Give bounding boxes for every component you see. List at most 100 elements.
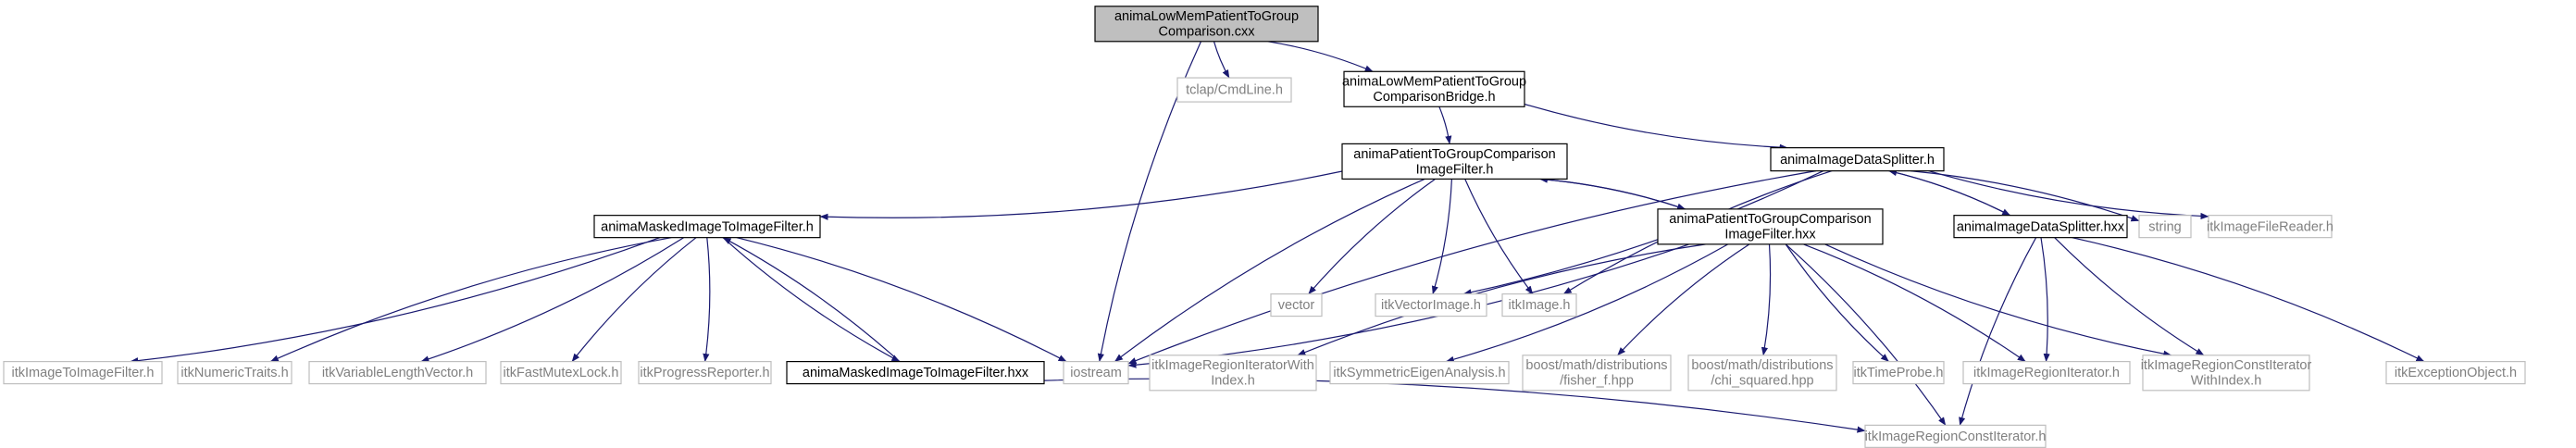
node-box	[1864, 424, 2047, 448]
node-box	[1149, 355, 1317, 392]
node-masked-hxx[interactable]: animaMaskedImageToImageFilter.hxx	[786, 360, 1045, 385]
edge-masked_h-to-itkimagetoimagefilter	[130, 237, 661, 365]
node-box	[177, 360, 292, 385]
node-label: animaMaskedImageToImageFilter.hxx	[803, 366, 1029, 380]
node-box	[500, 360, 622, 385]
node-box	[1270, 292, 1323, 317]
edge-bridge-to-ptgcif_h	[1438, 106, 1452, 144]
node-label: itkImageRegionIterator.h	[1973, 366, 2120, 380]
edge-ptgcif_hxx-to-fisher	[1617, 243, 1750, 356]
node-label: Index.h	[1211, 374, 1255, 389]
node-label: vector	[1278, 298, 1315, 313]
edge-splitter_hxx-to-splitter_h	[1888, 169, 2010, 217]
node-itkimageregionconstiterator: itkImageRegionConstIterator.h	[1864, 424, 2047, 448]
node-itkexceptionobject: itkExceptionObject.h	[2385, 360, 2526, 385]
node-label: iostream	[1070, 366, 1122, 380]
node-box	[2208, 215, 2333, 239]
node-bridge[interactable]: animaLowMemPatientToGroupComparisonBridg…	[1342, 70, 1526, 107]
edge-masked_h-to-itkprogressreporter	[703, 237, 711, 363]
node-box	[2138, 215, 2192, 239]
node-iostream: iostream	[1063, 360, 1129, 385]
node-vector: vector	[1270, 292, 1323, 317]
node-string: string	[2138, 215, 2192, 239]
edge-ptgcif_hxx-to-itktimeprobe	[1785, 243, 1889, 363]
edge-ptgcif_hxx-to-chisq	[1761, 243, 1772, 356]
node-chisq: boost/math/distributions/chi_squared.hpp	[1687, 355, 1837, 392]
node-label: /fisher_f.hpp	[1560, 374, 1634, 389]
edge-ptgcif_hxx-to-ptgcif_h	[1538, 176, 1686, 210]
node-box	[308, 360, 487, 385]
node-label: /chi_squared.hpp	[1711, 374, 1813, 389]
node-label: boost/math/distributions	[1691, 358, 1833, 373]
node-label: itkImageFileReader.h	[2207, 219, 2333, 234]
node-box	[593, 215, 821, 239]
edge-ptgcif_h-to-ptgcif_hxx	[1539, 178, 1686, 210]
node-itkimage: itkImage.h	[1501, 292, 1577, 317]
edge-masked_h-to-masked_hxx	[722, 237, 901, 363]
node-label: animaMaskedImageToImageFilter.h	[601, 219, 814, 234]
node-itkimagefilereader: itkImageFileReader.h	[2207, 215, 2333, 239]
node-label: itkSymmetricEigenAnalysis.h	[1333, 366, 1505, 380]
node-box	[1522, 355, 1672, 392]
node-label: itkVariableLengthVector.h	[322, 366, 473, 380]
node-label: itkProgressReporter.h	[640, 366, 769, 380]
node-label: WithIndex.h	[2191, 374, 2262, 389]
edge-splitter_h-to-iostream	[1127, 170, 1817, 365]
edge-ptgcif_h-to-iostream	[1114, 178, 1425, 363]
node-itktimeprobe: itkTimeProbe.h	[1852, 360, 1945, 385]
edge-splitter_hxx-to-itkimageregionconstiterator	[1959, 237, 2037, 426]
edge-ptgcif_hxx-to-itkimageregioniteratorwithindex	[1297, 243, 1706, 356]
node-label: Comparison.cxx	[1159, 25, 1256, 40]
node-label: itkVectorImage.h	[1381, 298, 1481, 313]
node-box	[638, 360, 772, 385]
node-ptgcif-hxx[interactable]: animaPatientToGroupComparisonImageFilter…	[1657, 208, 1884, 245]
node-label: ComparisonBridge.h	[1373, 90, 1495, 105]
node-label: tclap/CmdLine.h	[1186, 83, 1283, 98]
node-label: animaLowMemPatientToGroup	[1114, 9, 1299, 24]
node-box	[1343, 70, 1525, 107]
edge-ptgcif_h-to-vector	[1308, 178, 1436, 294]
node-itksymmetriceigenanalysis: itkSymmetricEigenAnalysis.h	[1329, 360, 1510, 385]
node-label: itkTimeProbe.h	[1854, 366, 1944, 380]
node-itknumerictraits: itkNumericTraits.h	[177, 360, 292, 385]
edge-root-to-tclap	[1213, 41, 1230, 79]
node-itkfastmutexlock: itkFastMutexLock.h	[500, 360, 622, 385]
node-box	[1341, 143, 1568, 180]
node-fisher: boost/math/distributions/fisher_f.hpp	[1522, 355, 1672, 392]
edge-ptgcif_h-to-itkvectorimage	[1431, 179, 1452, 295]
node-label: itkImageRegionIteratorWith	[1151, 358, 1314, 373]
node-ptgcif-h[interactable]: animaPatientToGroupComparisonImageFilter…	[1341, 143, 1568, 180]
edge-splitter_h-to-itkimagefilereader	[1928, 170, 2209, 220]
node-box	[1094, 6, 1319, 43]
node-label: animaImageDataSplitter.hxx	[1957, 219, 2125, 234]
node-box	[1375, 292, 1487, 317]
node-box	[3, 360, 163, 385]
edge-masked_h-to-itkvariablelengthvector	[420, 237, 684, 363]
node-box	[1657, 208, 1884, 245]
node-label: ImageFilter.h	[1416, 162, 1494, 177]
node-label: itkFastMutexLock.h	[504, 366, 619, 380]
node-box	[1770, 147, 1945, 172]
node-splitter-hxx[interactable]: animaImageDataSplitter.hxx	[1953, 215, 2128, 239]
edge-ptgcif_h-to-itkimage	[1464, 179, 1534, 294]
node-box	[1962, 360, 2131, 385]
node-label: animaImageDataSplitter.h	[1780, 153, 1935, 168]
node-label: ImageFilter.hxx	[1724, 228, 1816, 243]
edge-masked_h-to-itkfastmutexlock	[571, 237, 697, 362]
node-label: string	[2148, 219, 2181, 234]
node-splitter-h[interactable]: animaImageDataSplitter.h	[1770, 147, 1945, 172]
node-label: boost/math/distributions	[1525, 358, 1667, 373]
node-box	[1063, 360, 1129, 385]
edge-masked_h-to-itknumerictraits	[269, 237, 672, 363]
node-label: itkImage.h	[1509, 298, 1571, 313]
node-label: itkExceptionObject.h	[2395, 366, 2517, 380]
node-box	[786, 360, 1045, 385]
node-label: itkNumericTraits.h	[180, 366, 288, 380]
node-masked-h[interactable]: animaMaskedImageToImageFilter.h	[593, 215, 821, 239]
edge-splitter_h-to-itkvectorimage	[1462, 170, 1824, 296]
node-label: itkImageRegionConstIterator.h	[1865, 429, 2047, 444]
edge-splitter_hxx-to-itkexceptionobject	[2072, 237, 2425, 363]
